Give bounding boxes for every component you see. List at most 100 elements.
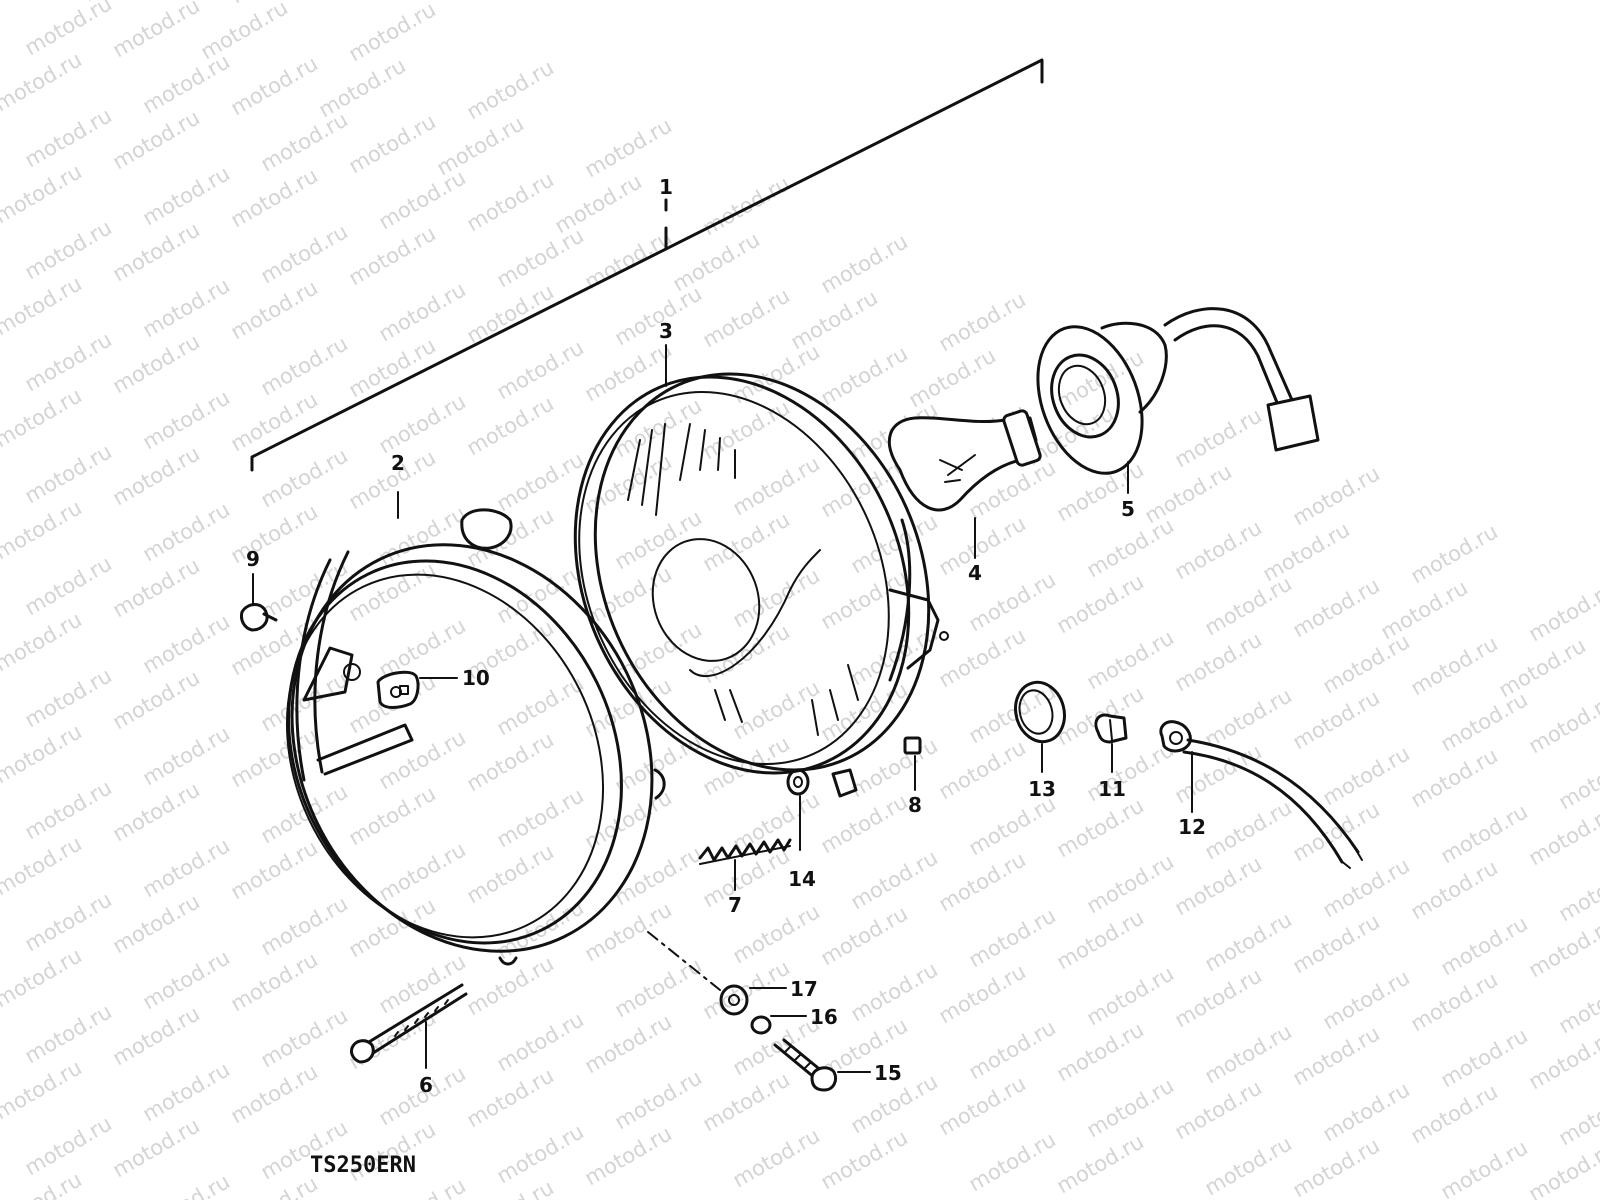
watermark-text: motod.ru — [935, 1071, 1030, 1140]
watermark-text: motod.ru — [139, 1169, 234, 1200]
watermark-text: motod.ru — [0, 1055, 86, 1124]
watermark-text: motod.ru — [965, 1127, 1060, 1196]
watermark-text: motod.ru — [1141, 459, 1236, 528]
watermark-text: motod.ru — [1555, 1081, 1600, 1150]
watermark-text: motod.ru — [699, 731, 794, 800]
watermark-text: motod.ru — [109, 105, 204, 174]
callout-9: 9 — [246, 547, 260, 571]
watermark-text: motod.ru — [1289, 573, 1384, 642]
watermark-text: motod.ru — [1289, 1133, 1384, 1200]
watermark-text: motod.ru — [817, 901, 912, 970]
watermark-text: motod.ru — [935, 735, 1030, 804]
watermark-text: motod.ru — [699, 1067, 794, 1136]
watermark-text: motod.ru — [1053, 1017, 1148, 1086]
watermark-text: motod.ru — [905, 343, 1000, 412]
watermark-text: motod.ru — [345, 109, 440, 178]
watermark-text: motod.ru — [817, 341, 912, 410]
watermark-text: motod.ru — [1053, 569, 1148, 638]
watermark-text: motod.ru — [1525, 1025, 1600, 1094]
watermark-text: motod.ru — [0, 271, 86, 340]
watermark-text: motod.ru — [463, 727, 558, 796]
watermark-text: motod.ru — [109, 217, 204, 286]
clip — [376, 670, 420, 709]
watermark-text: motod.ru — [227, 163, 322, 232]
watermark-text: motod.ru — [935, 511, 1030, 580]
watermark-text: motod.ru — [1525, 577, 1600, 646]
callout-1: 1 — [659, 175, 673, 199]
watermark-text: motod.ru — [227, 275, 322, 344]
watermark-text: motod.ru — [581, 1009, 676, 1078]
callouts: 1 2 3 4 5 6 7 8 9 10 11 12 13 14 15 16 1… — [246, 175, 1206, 1097]
watermark-text: motod.ru — [0, 47, 86, 116]
bulb-socket — [1036, 307, 1320, 475]
washer — [786, 768, 810, 796]
watermark-text: motod.ru — [0, 719, 86, 788]
watermark-text: motod.ru — [109, 329, 204, 398]
watermark-text: motod.ru — [1289, 685, 1384, 754]
watermark-text: motod.ru — [463, 279, 558, 348]
callout-17: 17 — [790, 977, 818, 1001]
watermark-text: motod.ru — [227, 723, 322, 792]
watermark-text: motod.ru — [817, 1125, 912, 1194]
watermark-text: motod.ru — [345, 781, 440, 850]
watermark-text: motod.ru — [1171, 963, 1266, 1032]
watermark-text: motod.ru — [345, 557, 440, 626]
watermark-text: motod.ru — [1171, 627, 1266, 696]
watermark-text: motod.ru — [109, 889, 204, 958]
watermark-text: motod.ru — [227, 835, 322, 904]
watermark-text: motod.ru — [463, 839, 558, 908]
watermark-text: motod.ru — [0, 159, 86, 228]
callout-7: 7 — [728, 893, 742, 917]
watermark-text: motod.ru — [1437, 1135, 1532, 1200]
watermark-text: motod.ru — [699, 395, 794, 464]
watermark-text: motod.ru — [699, 619, 794, 688]
leader-lines — [252, 344, 1193, 1073]
callout-16: 16 — [810, 1005, 838, 1029]
watermark-text: motod.ru — [935, 959, 1030, 1028]
watermark-text: motod.ru — [0, 383, 86, 452]
bolt — [773, 1038, 838, 1092]
callout-15: 15 — [874, 1061, 902, 1085]
watermark-text: motod.ru — [1171, 851, 1266, 920]
watermark-text: motod.ru — [581, 337, 676, 406]
watermark-text: motod.ru — [109, 553, 204, 622]
watermark-text: motod.ru — [935, 623, 1030, 692]
watermark-text: motod.ru — [0, 607, 86, 676]
watermark-text: motod.ru — [463, 391, 558, 460]
grommet — [1014, 680, 1066, 744]
watermark-text: motod.ru — [699, 843, 794, 912]
watermark-text: motod.ru — [1289, 909, 1384, 978]
lens-flutes — [627, 423, 859, 736]
watermark-text: motod.ru — [1407, 967, 1502, 1036]
watermark-text: motod.ru — [227, 947, 322, 1016]
headlight-housing — [285, 508, 666, 966]
watermark-text: motod.ru — [1377, 575, 1472, 644]
pilot-socket — [1159, 720, 1363, 869]
callout-4: 4 — [968, 561, 982, 585]
watermark-text: motod.ru — [817, 789, 912, 858]
assembly-bracket — [250, 58, 1044, 472]
watermark-text: motod.ru — [1171, 515, 1266, 584]
watermark-text: motod.ru — [699, 955, 794, 1024]
watermark-text: motod.ru — [463, 167, 558, 236]
watermark-text: motod.ru — [1525, 913, 1600, 982]
callout-11: 11 — [1098, 777, 1126, 801]
watermark-text: motod.ru — [581, 561, 676, 630]
watermark-text: motod.ru — [1171, 1075, 1266, 1144]
assembly-axis — [647, 931, 721, 991]
callout-14: 14 — [788, 867, 816, 891]
callout-2: 2 — [391, 451, 405, 475]
watermark-text: motod.ru — [1525, 801, 1600, 870]
watermark-text: motod.ru — [1407, 1079, 1502, 1148]
callout-5: 5 — [1121, 497, 1135, 521]
pilot-bulb — [1094, 713, 1128, 744]
screw-small — [240, 603, 278, 632]
bulb — [887, 409, 1042, 512]
watermark-text: motod.ru — [227, 499, 322, 568]
watermark-text: motod.ru — [433, 111, 528, 180]
watermark-text: motod.ru — [0, 943, 86, 1012]
callout-6: 6 — [419, 1073, 433, 1097]
watermark-text: motod.ru — [109, 1113, 204, 1182]
watermark-text: motod.ru — [109, 1001, 204, 1070]
watermark-text: motod.ru — [1555, 969, 1600, 1038]
